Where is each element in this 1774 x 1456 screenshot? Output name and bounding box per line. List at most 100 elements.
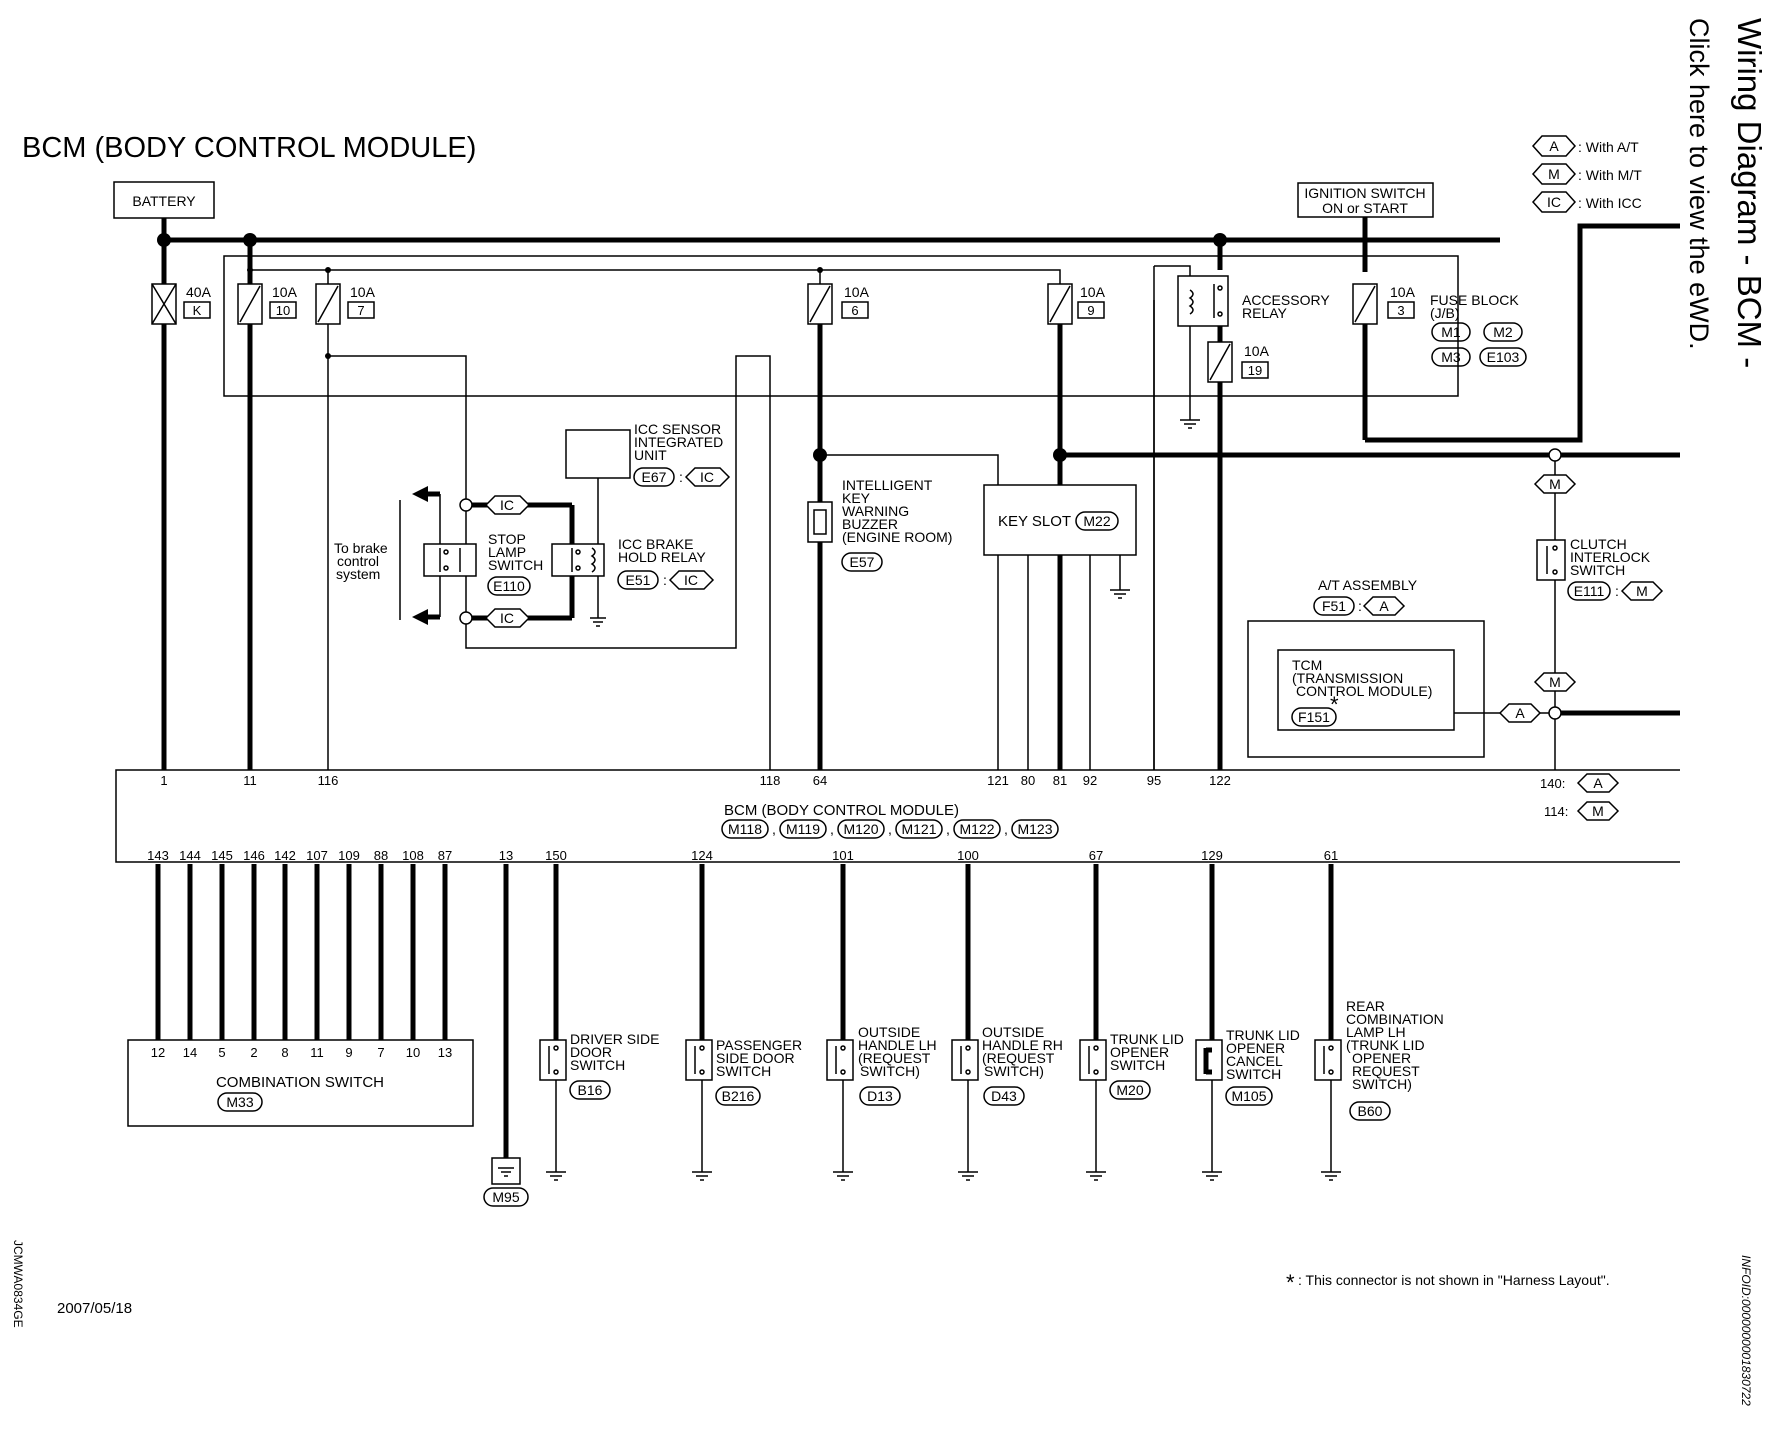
- rear-combination-lamp-switch: REAR COMBINATION LAMP LH (TRUNK LID OPEN…: [1314, 998, 1444, 1121]
- svg-text:61: 61: [1324, 848, 1338, 863]
- svg-text:A: A: [1593, 775, 1603, 791]
- svg-text:COMBINATION: COMBINATION: [1346, 1011, 1444, 1027]
- svg-text:,: ,: [946, 821, 950, 837]
- svg-text:114:: 114:: [1544, 804, 1568, 819]
- svg-text:ACCESSORY: ACCESSORY: [1242, 292, 1330, 308]
- at-assembly-box: [1247, 620, 1485, 758]
- svg-text:(TRUNK LID: (TRUNK LID: [1346, 1037, 1425, 1053]
- svg-text:10: 10: [406, 1045, 420, 1060]
- ewd-link[interactable]: Click here to view the eWD.: [1684, 18, 1714, 350]
- svg-text:B60: B60: [1358, 1103, 1383, 1119]
- tcm-box: [1277, 649, 1455, 731]
- tcm-label: TCM: [1292, 657, 1322, 673]
- svg-text:BUZZER: BUZZER: [842, 516, 898, 532]
- svg-text:,: ,: [772, 821, 776, 837]
- fuse-10a-3: 10A 3: [1352, 283, 1416, 325]
- buzzer-conn: E57: [850, 554, 875, 570]
- svg-text:UNIT: UNIT: [634, 447, 667, 463]
- svg-text:REAR: REAR: [1346, 998, 1385, 1014]
- svg-text:SWITCH: SWITCH: [1110, 1057, 1165, 1073]
- svg-text:control: control: [337, 553, 379, 569]
- passenger-door-switch: PASSENGER SIDE DOOR SWITCH B216: [685, 1037, 802, 1106]
- svg-text:CANCEL: CANCEL: [1226, 1053, 1283, 1069]
- driver-door-switch: DRIVER SIDE DOOR SWITCH B16: [539, 1031, 659, 1100]
- svg-text:116: 116: [318, 773, 339, 788]
- key-slot-box: [983, 484, 1137, 556]
- svg-text:SWITCH: SWITCH: [1226, 1066, 1281, 1082]
- svg-text:DOOR: DOOR: [570, 1044, 612, 1060]
- svg-text:KEY: KEY: [842, 490, 871, 506]
- combination-switch-wires: [155, 864, 448, 1040]
- svg-text:6: 6: [851, 303, 858, 318]
- svg-text:DRIVER SIDE: DRIVER SIDE: [570, 1031, 659, 1047]
- svg-text:REQUEST: REQUEST: [1352, 1063, 1420, 1079]
- svg-text:9: 9: [1087, 303, 1094, 318]
- svg-text:LAMP: LAMP: [488, 544, 526, 560]
- svg-text:WARNING: WARNING: [842, 503, 909, 519]
- svg-text:13: 13: [438, 1045, 452, 1060]
- svg-text:M3: M3: [1441, 349, 1461, 365]
- svg-text:E103: E103: [1487, 349, 1520, 365]
- trunk-lid-cancel-switch: TRUNK LID OPENER CANCEL SWITCH M105: [1195, 1027, 1300, 1106]
- svg-text:10: 10: [276, 303, 290, 318]
- at-assembly-label: A/T ASSEMBLY: [1318, 577, 1418, 593]
- combination-switch-label: COMBINATION SWITCH: [216, 1074, 384, 1091]
- legend-tag-a: A: [1549, 138, 1559, 154]
- svg-text:9: 9: [345, 1045, 352, 1060]
- svg-text:INFOID:0000000001830722: INFOID:0000000001830722: [1739, 1255, 1753, 1406]
- svg-text:124: 124: [691, 848, 713, 863]
- icc-brake-conn: E51: [626, 572, 651, 588]
- svg-text:A: A: [1379, 598, 1389, 614]
- fuse-block-label: FUSE BLOCK: [1430, 292, 1519, 308]
- svg-text:K: K: [193, 303, 202, 318]
- svg-text:TRUNK LID: TRUNK LID: [1226, 1027, 1300, 1043]
- legend-text-m: : With M/T: [1578, 167, 1642, 183]
- svg-text:SWITCH): SWITCH): [860, 1063, 920, 1079]
- svg-text:81: 81: [1053, 773, 1067, 788]
- svg-text:OUTSIDE: OUTSIDE: [858, 1024, 920, 1040]
- key-slot-label: KEY SLOT: [998, 513, 1071, 530]
- fuse-10a-9: 10A 9: [1047, 283, 1106, 325]
- stop-lamp-label: STOP: [488, 531, 526, 547]
- svg-text:(REQUEST: (REQUEST: [982, 1050, 1055, 1066]
- svg-text:OPENER: OPENER: [1110, 1044, 1169, 1060]
- stop-lamp-switch: [423, 543, 477, 577]
- icc-sensor-label: ICC SENSOR: [634, 421, 721, 437]
- svg-text:144: 144: [179, 848, 201, 863]
- svg-text:TRUNK LID: TRUNK LID: [1110, 1031, 1184, 1047]
- ignition-switch-label: IGNITION SWITCH: [1304, 185, 1425, 201]
- svg-text:(ENGINE ROOM): (ENGINE ROOM): [842, 529, 952, 545]
- svg-text:SIDE DOOR: SIDE DOOR: [716, 1050, 795, 1066]
- fuse-10a-6: 10A 6: [807, 283, 870, 325]
- svg-text::: :: [1358, 598, 1362, 614]
- svg-text:13: 13: [499, 848, 513, 863]
- svg-text:7: 7: [377, 1045, 384, 1060]
- svg-text:IC: IC: [500, 497, 514, 513]
- tcm-conn: F151: [1298, 709, 1330, 725]
- svg-text:Click here to view the eWD.: Click here to view the eWD.: [1684, 18, 1714, 350]
- battery-box: [113, 181, 215, 219]
- svg-text:M118: M118: [728, 821, 762, 837]
- info-id: INFOID:0000000001830722: [1739, 1255, 1753, 1406]
- ignition-switch-box: [1297, 182, 1434, 218]
- footnote-star: *: [1286, 1270, 1295, 1295]
- svg-text:M123: M123: [1017, 821, 1052, 837]
- svg-text:*: *: [1330, 692, 1339, 717]
- svg-text:150: 150: [545, 848, 567, 863]
- svg-text:101: 101: [832, 848, 854, 863]
- svg-text:Wiring Diagram - BCM -: Wiring Diagram - BCM -: [1731, 18, 1768, 368]
- svg-text:SWITCH): SWITCH): [1352, 1076, 1412, 1092]
- svg-text:B16: B16: [578, 1082, 603, 1098]
- ground-m95: M95: [483, 1157, 529, 1207]
- icc-sensor-conn: E67: [642, 469, 667, 485]
- trunk-lid-opener-switch: TRUNK LID OPENER SWITCH M20: [1079, 1031, 1184, 1100]
- outside-handle-rh-switch: OUTSIDE HANDLE RH (REQUEST SWITCH) D43: [951, 1024, 1063, 1106]
- page-title: BCM (BODY CONTROL MODULE): [22, 132, 476, 164]
- svg-text:M: M: [1592, 803, 1604, 819]
- svg-text:95: 95: [1147, 773, 1161, 788]
- svg-text:(REQUEST: (REQUEST: [858, 1050, 931, 1066]
- svg-text:(TRANSMISSION: (TRANSMISSION: [1292, 670, 1403, 686]
- legend-text-a: : With A/T: [1578, 139, 1639, 155]
- svg-text:M95: M95: [492, 1189, 519, 1205]
- icc-sensor-box: [565, 429, 631, 479]
